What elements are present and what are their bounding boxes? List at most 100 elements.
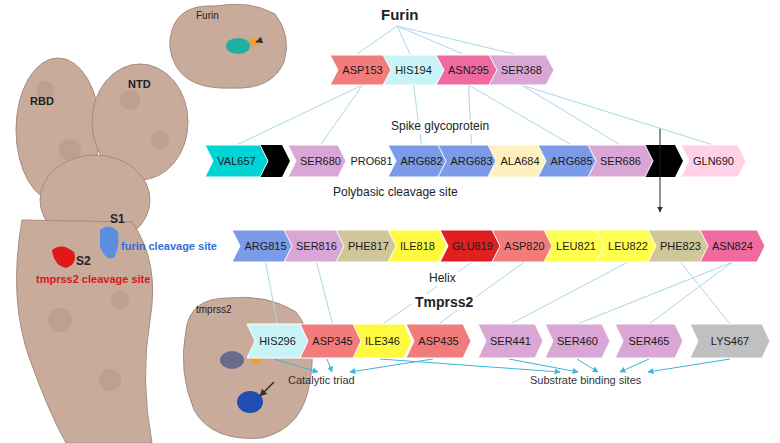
residue-name: ASP435 — [418, 335, 458, 347]
residue-name: HIS194 — [395, 64, 432, 76]
residue-chevron: SER465 — [615, 324, 683, 358]
protein-label: Furin — [196, 10, 219, 22]
chevron-fill — [353, 324, 412, 358]
chevron-fill — [406, 324, 471, 358]
residue-chevron: HIS296 — [247, 324, 308, 358]
connector-line — [317, 262, 333, 324]
illustration-part — [509, 359, 578, 372]
illustration-part — [357, 26, 397, 54]
residue-name: LEU821 — [556, 240, 596, 252]
residue-name: GLU819 — [452, 240, 493, 252]
tmprss2-surface — [183, 297, 312, 438]
residue-chevron: SER460 — [545, 324, 610, 358]
residue-name: GLN690 — [693, 155, 734, 167]
connector-line — [237, 85, 363, 145]
illustration-part — [111, 291, 129, 309]
connector-line — [649, 262, 733, 324]
subunit-label: S2 — [76, 255, 91, 269]
tmprss2-site — [237, 391, 263, 413]
residue-name: ARG682 — [400, 155, 442, 167]
connector-line — [511, 262, 629, 324]
residue-chevron: ASN824 — [700, 230, 765, 262]
illustration-part — [397, 26, 514, 54]
protein-label: tmprss2 — [196, 304, 232, 316]
residue-chevron: ILE346 — [353, 324, 412, 358]
site-label: furin cleavage site — [121, 240, 217, 253]
connector-line — [578, 262, 733, 324]
tmprss2-pointer — [260, 382, 274, 396]
residue-name: ILE818 — [400, 240, 435, 252]
chevron-fill — [545, 324, 610, 358]
connector-line — [522, 85, 621, 145]
residue-chevron: SER368 — [489, 55, 554, 85]
residue-name: ARG683 — [450, 155, 492, 167]
domain-label: RBD — [30, 95, 54, 108]
section-heading: Furin — [378, 6, 422, 23]
connector-line — [266, 262, 278, 324]
domain-label: NTD — [128, 78, 151, 91]
connector-line — [383, 262, 473, 324]
chevron-fill — [588, 145, 653, 177]
residue-name: SER465 — [629, 335, 670, 347]
residue-name: SER686 — [600, 155, 641, 167]
furin-active-site — [226, 38, 250, 54]
residue-name: PRO681 — [350, 155, 392, 167]
group-label: Helix — [426, 272, 459, 286]
illustration-part — [327, 359, 332, 372]
residue-chevron: GLN690 — [681, 145, 746, 177]
function-label: Catalytic triad — [288, 374, 355, 387]
residue-name: ASN295 — [448, 64, 489, 76]
residue-name: SER368 — [501, 64, 542, 76]
residue-name: ALA684 — [500, 155, 539, 167]
group-label: Spike glycoprotein — [388, 120, 492, 134]
residue-name: VAL657 — [217, 155, 255, 167]
connector-line — [681, 262, 731, 324]
function-arrow — [274, 359, 730, 372]
illustration-part — [274, 359, 318, 372]
section-heading: Tmprss2 — [412, 294, 476, 310]
cleavage-arrow — [660, 128, 661, 212]
subunit-label: S1 — [110, 213, 125, 227]
chevron-fill — [615, 324, 683, 358]
residue-chevron: VAL657 — [205, 145, 268, 177]
furin-pointer — [256, 40, 262, 42]
chevron-fill — [383, 55, 444, 85]
chevron-fill — [388, 230, 447, 262]
residue-chevron: ASP435 — [406, 324, 471, 358]
illustration-part — [380, 359, 560, 372]
residue-chevron: SER686 — [588, 145, 653, 177]
connector-line — [414, 85, 422, 145]
chevron-fill — [489, 55, 554, 85]
tmprss2-site — [220, 351, 244, 369]
residue-name: ASP153 — [342, 64, 382, 76]
illustration-part — [350, 359, 433, 372]
residue-name: PHE817 — [348, 240, 389, 252]
group-label: Polybasic cleavage site — [330, 186, 461, 200]
residue-name: SER816 — [296, 240, 337, 252]
illustration-part — [99, 369, 121, 391]
chevron-fill — [247, 324, 308, 358]
tmprss2-site-blob — [52, 246, 75, 268]
residue-name: ASP345 — [312, 335, 352, 347]
function-label: Substrate binding sites — [530, 374, 641, 387]
connector-line — [321, 85, 363, 145]
chevron-fill — [205, 145, 268, 177]
illustration-part — [120, 90, 140, 110]
furin-site-blob — [100, 226, 119, 258]
connector-line — [469, 85, 572, 145]
residue-name: HIS296 — [259, 335, 296, 347]
chevron-fill — [690, 324, 770, 358]
illustration-part — [577, 359, 598, 372]
residue-name: SER460 — [557, 335, 598, 347]
site-label: tmprss2 cleavage site — [36, 273, 150, 286]
residue-name: SER680 — [300, 155, 341, 167]
chevron-fill — [478, 324, 543, 358]
residue-name: ARG685 — [550, 155, 592, 167]
residue-name: ASP820 — [504, 240, 544, 252]
residue-name: LEU822 — [608, 240, 648, 252]
residue-chevron: HIS194 — [383, 55, 444, 85]
residue-name: PHE823 — [660, 240, 701, 252]
chevron-fill — [681, 145, 746, 177]
furin-surface — [170, 4, 287, 88]
